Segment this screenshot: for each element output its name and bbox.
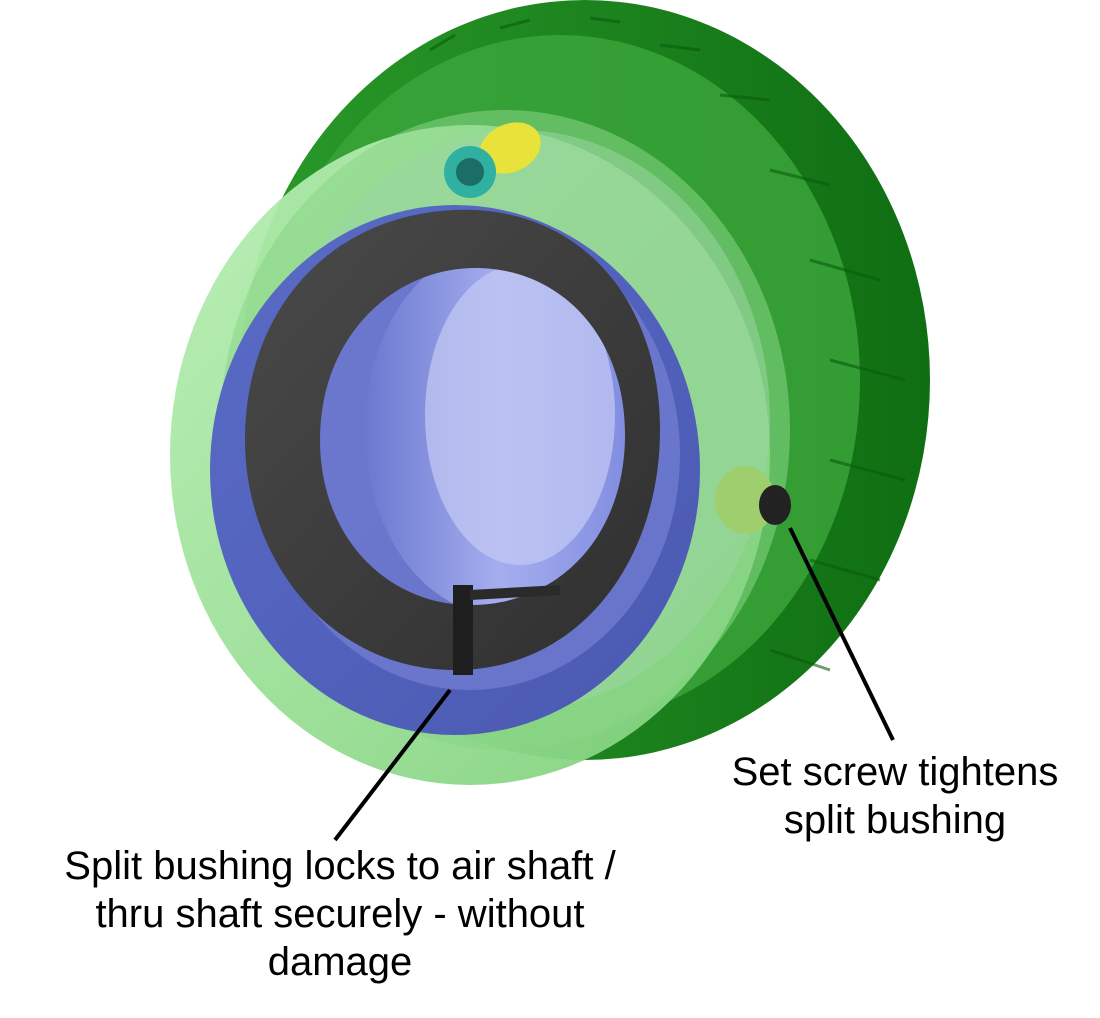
callout-set-screw-line-2: split bushing bbox=[783, 798, 1007, 842]
leader-line-set-screw bbox=[788, 527, 895, 741]
callout-split-bushing-line-3: damage bbox=[267, 940, 413, 984]
drum-ridges bbox=[429, 16, 906, 672]
top-set-screw bbox=[444, 122, 541, 198]
callout-split-bushing-line-2: thru shaft securely - without bbox=[95, 892, 585, 936]
callout-set-screw: Set screw tightens split bushing bbox=[690, 748, 1100, 844]
callout-split-bushing: Split bushing locks to air shaft / thru … bbox=[0, 842, 680, 986]
leader-line-split-bushing bbox=[333, 688, 452, 842]
split-bushing bbox=[245, 209, 660, 675]
side-set-screw bbox=[715, 466, 791, 534]
callout-split-bushing-line-1: Split bushing locks to air shaft / bbox=[64, 844, 616, 888]
callout-set-screw-line-1: Set screw tightens bbox=[731, 750, 1059, 794]
